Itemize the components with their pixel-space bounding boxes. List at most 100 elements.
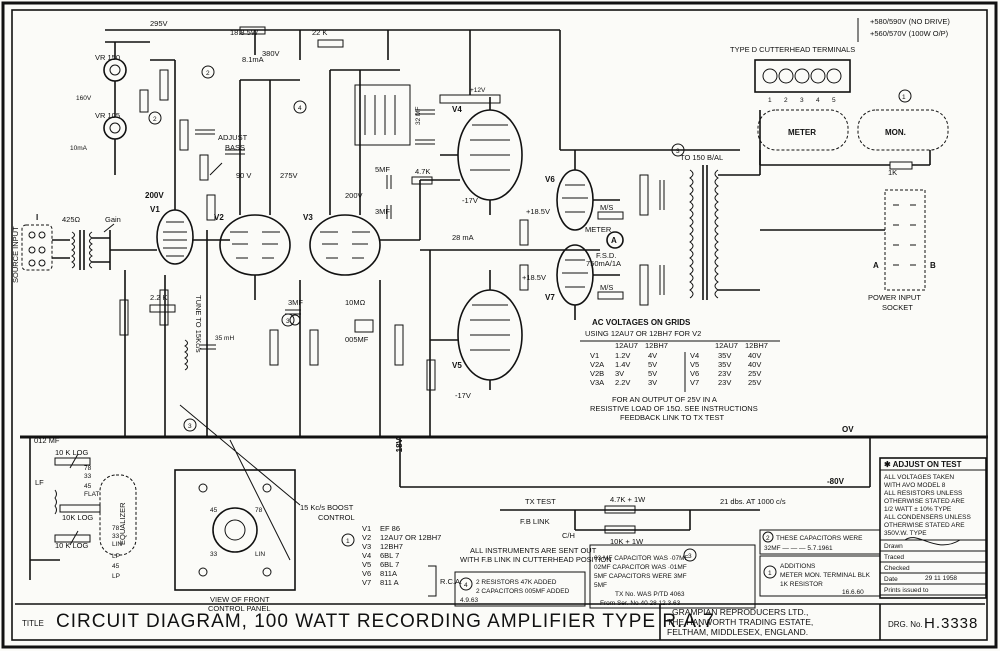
eq-tap-33b: 33 xyxy=(112,533,120,540)
ac-row-right-12bh7: 40V xyxy=(748,360,761,369)
ac-col-12au7-r: 12AU7 xyxy=(715,341,738,350)
log10a-label: 10 K LOG xyxy=(55,448,89,457)
tone-network: 2.2 K TUNE TO 15Kc/s 35 mH 10MΩ 005MF 3M… xyxy=(119,230,404,437)
power-input-socket: A B POWER INPUT SOCKET xyxy=(760,189,936,312)
mod-box-3: 3 03 MF CAPACITOR WAS ·07MF 02MF CAPACIT… xyxy=(589,544,756,609)
ac-row-left-12bh7: 4V xyxy=(648,351,657,360)
ac-row-left-12au7: 3V xyxy=(615,369,624,378)
ov-label: OV xyxy=(842,425,854,434)
mod1-line-1: ADDITIONS xyxy=(780,563,816,570)
eq-tap-lp-b: LP xyxy=(112,573,120,580)
coupling-caps: 5MF 3MF 4.7K xyxy=(375,165,433,219)
vr105-label: VR 105 xyxy=(95,111,120,120)
feedback-link-section: TX TEST 4.7K + 1W 10K + 1W F.B LINK C/H … xyxy=(460,495,786,564)
mod-box-2: 2 THESE CAPACITORS WERE 32MF — — — 5.7.1… xyxy=(759,529,881,555)
ac-row-right-12au7: 23V xyxy=(718,378,731,387)
marker-2-a: 2 xyxy=(153,116,157,123)
valve-list-id: V4 xyxy=(362,551,371,560)
equalizer-section: 012 MF 10 K LOG LF 10K LOG 10 K LOG EQUA… xyxy=(29,436,137,580)
panel-tap-lin: LIN xyxy=(255,551,265,558)
eq-tap-lp-a: LP xyxy=(112,553,120,560)
valve-v2: V2 90 V 275V xyxy=(214,171,298,276)
to150-label: TO 150 B/AL xyxy=(680,153,723,162)
sign-row-label: Prints issued to xyxy=(884,587,929,594)
valve-list-type: 6BL 7 xyxy=(380,551,399,560)
k47w-label: 4.7K + 1W xyxy=(610,495,646,504)
mod1-num: 1 xyxy=(768,570,772,577)
mod3-line-5: TX No. WAS P/TD 4063 xyxy=(615,591,685,598)
db21-label: 21 dbs. AT 1000 c/s xyxy=(720,497,786,506)
ac-col-12bh7-l: 12BH7 xyxy=(645,341,668,350)
marker-3-a: 3 xyxy=(286,318,290,325)
ma81-label: 8.1mA xyxy=(242,55,264,64)
inner-border xyxy=(11,9,988,641)
ac-col-12bh7-r: 12BH7 xyxy=(745,341,768,350)
v1-wiring xyxy=(110,59,230,251)
eq-tap-33a: 33 xyxy=(84,473,92,480)
sign-row-label: Drawn xyxy=(884,543,903,550)
ac-row-left-12au7: 1.2V xyxy=(615,351,630,360)
valve-v6: V6 xyxy=(545,169,594,231)
ac-voltages-table: AC VOLTAGES ON GRIDS USING 12AU7 OR 12BH… xyxy=(580,318,780,422)
v275-label: 275V xyxy=(280,171,298,180)
adjust-bass-label-2: BASS xyxy=(225,143,245,152)
voltage-regulators: VR 150 VR 105 160V 10mA xyxy=(70,41,150,175)
ch-label: C/H xyxy=(562,531,575,540)
notes-line: ALL VOLTAGES TAKEN xyxy=(884,474,954,481)
v90-label: 90 V xyxy=(236,171,251,180)
ac-row-left-valve: V2A xyxy=(590,360,604,369)
panel-tap-78: 78 xyxy=(255,507,263,514)
hv-note-no-drive: +580/590V (NO DRIVE) xyxy=(870,17,950,26)
valve-list-id: V6 xyxy=(362,569,371,578)
ac-col-12au7-l: 12AU7 xyxy=(615,341,638,350)
valve-list-type: 811 A xyxy=(380,578,399,587)
marker-3-c: 3 xyxy=(676,148,680,155)
ac-note-3: FEEDBACK LINK TO TX TEST xyxy=(620,413,724,422)
k47-label: 4.7K xyxy=(415,167,430,176)
ohm425-label: 425Ω xyxy=(62,215,81,224)
vr150-label: VR 150 xyxy=(95,53,120,62)
sign-row-label: Traced xyxy=(884,554,904,561)
ac-row-left-valve: V2B xyxy=(590,369,604,378)
ma28-label: 28 mA xyxy=(452,233,474,242)
v4-label: V4 xyxy=(452,105,462,114)
notes-line: WITH AVO MODEL 8 xyxy=(884,482,946,489)
ground-rail-0v: OV xyxy=(20,425,988,439)
ac-row-left-12bh7: 5V xyxy=(648,360,657,369)
front-view-label-1: VIEW OF FRONT xyxy=(210,595,270,604)
ch-pin-4: 4 xyxy=(816,97,820,104)
drg-label: DRG. No. xyxy=(888,620,923,629)
uf005-label: 005MF xyxy=(345,335,369,344)
valve-list-type: 12AU7 OR 12BH7 xyxy=(380,533,441,542)
mod3-line-2: 02MF CAPACITOR WAS ·01MF xyxy=(594,564,687,571)
front-view-label-2: CONTROL PANEL xyxy=(208,604,271,613)
title-prefix: TITLE xyxy=(22,619,44,628)
valve-list-id: V2 xyxy=(362,533,371,542)
fsd-label: F.S.D. xyxy=(596,251,616,260)
log10b-label: 10 K LOG xyxy=(55,541,89,550)
ac-row-left-valve: V1 xyxy=(590,351,599,360)
front-control-panel-view: 45 78 33 LIN VIEW OF FRONT CONTROL PANEL… xyxy=(174,404,355,613)
ms1-label: M/S xyxy=(600,203,613,212)
ac-row-left-12bh7: 5V xyxy=(648,369,657,378)
valve-list-id: V1 xyxy=(362,524,371,533)
mon-label: MON. xyxy=(885,128,906,137)
mod3-num: 3 xyxy=(688,553,692,560)
ac-row-left-valve: V3A xyxy=(590,378,604,387)
eq-tap-78a: 78 xyxy=(84,465,92,472)
ch-pin-3: 3 xyxy=(800,97,804,104)
cutterhead-label: TYPE D CUTTERHEAD TERMINALS xyxy=(730,45,855,54)
valve-list-id: V5 xyxy=(362,560,371,569)
neg-bias-rail: -80V -18V xyxy=(395,437,871,488)
tx-test-label: TX TEST xyxy=(525,497,556,506)
v17a-label: -17V xyxy=(455,391,471,400)
marker-3-b: 3 xyxy=(188,423,192,430)
eq-tap-78b: 78 xyxy=(112,525,120,532)
mod2-line-2: 32MF — — — 5.7.1961 xyxy=(764,545,833,552)
log-k-label: 10K LOG xyxy=(62,513,93,522)
adjust-on-test: ✱ ADJUST ON TEST xyxy=(884,460,962,469)
